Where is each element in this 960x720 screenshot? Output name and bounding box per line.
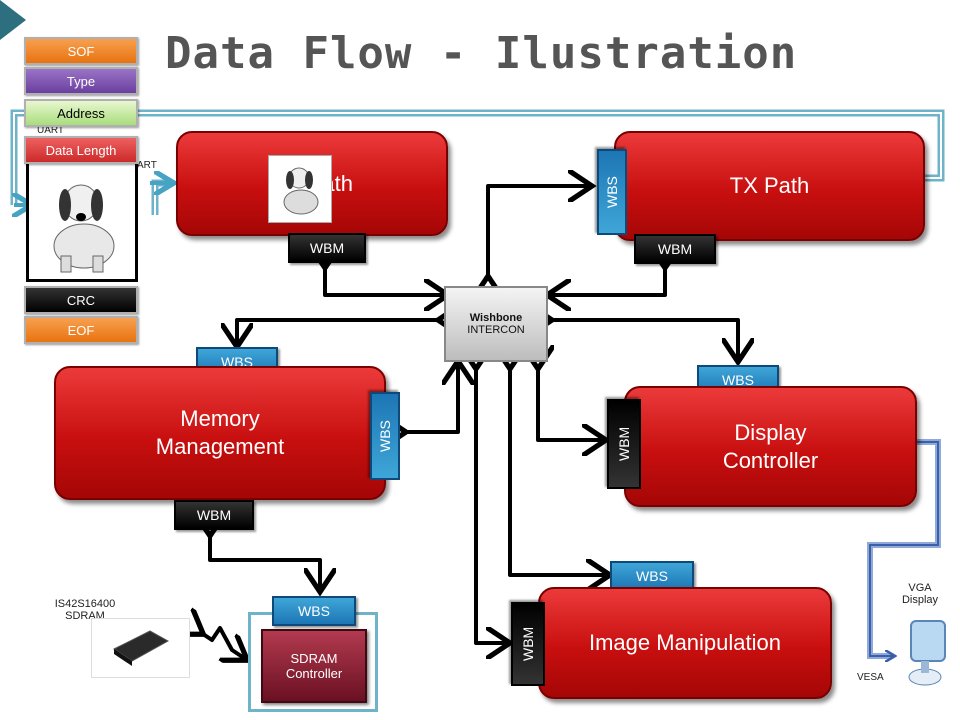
uart-label: UART	[37, 125, 65, 136]
display-wbm-tag: WBM	[607, 399, 641, 489]
uart-label-2: ART	[137, 160, 157, 171]
vesa-label: VESA	[857, 672, 884, 683]
monitor-icon	[897, 617, 951, 689]
sdram-controller-block: SDRAM Controller	[261, 629, 367, 703]
slide-title: Data Flow - Ilustration	[165, 28, 798, 79]
packet-data-length: Data Length	[24, 136, 138, 164]
display-controller-block: Display Controller	[624, 386, 917, 507]
rx-wbm-tag: WBM	[288, 233, 366, 263]
corner-decoration	[0, 0, 26, 40]
intercon-label: INTERCON	[467, 324, 525, 336]
mem-wbs-tag-side: WBS	[370, 392, 400, 480]
memory-management-block: Memory Management	[54, 366, 386, 500]
image-wbm-tag: WBM	[511, 602, 545, 686]
sdram-wbs-tag: WBS	[272, 596, 356, 626]
vga-display-label: VGA Display	[901, 582, 939, 606]
tx-wbm-tag: WBM	[634, 234, 716, 264]
image-wbs-tag: WBS	[610, 561, 694, 591]
wishbone-label: Wishbone	[469, 312, 523, 324]
tx-path-block: TX Path	[614, 131, 925, 241]
wishbone-intercon: Wishbone INTERCON	[444, 286, 548, 362]
packet-eof: EOF	[24, 316, 138, 344]
sdram-chip-label: IS42S16400 SDRAM	[54, 598, 116, 622]
packet-crc: CRC	[24, 286, 138, 314]
packet-type: Type	[24, 67, 138, 95]
tx-wbs-tag: WBS	[597, 149, 627, 235]
rx-dog-icon	[268, 155, 332, 223]
sdram-chip	[91, 618, 190, 678]
image-manipulation-block: Image Manipulation	[538, 587, 832, 699]
packet-image	[26, 158, 138, 282]
mem-wbm-tag: WBM	[174, 500, 254, 530]
packet-sof: SOF	[24, 37, 138, 65]
dog-icon	[53, 184, 115, 273]
packet-address: Address	[24, 99, 138, 127]
chip-icon	[113, 630, 170, 666]
